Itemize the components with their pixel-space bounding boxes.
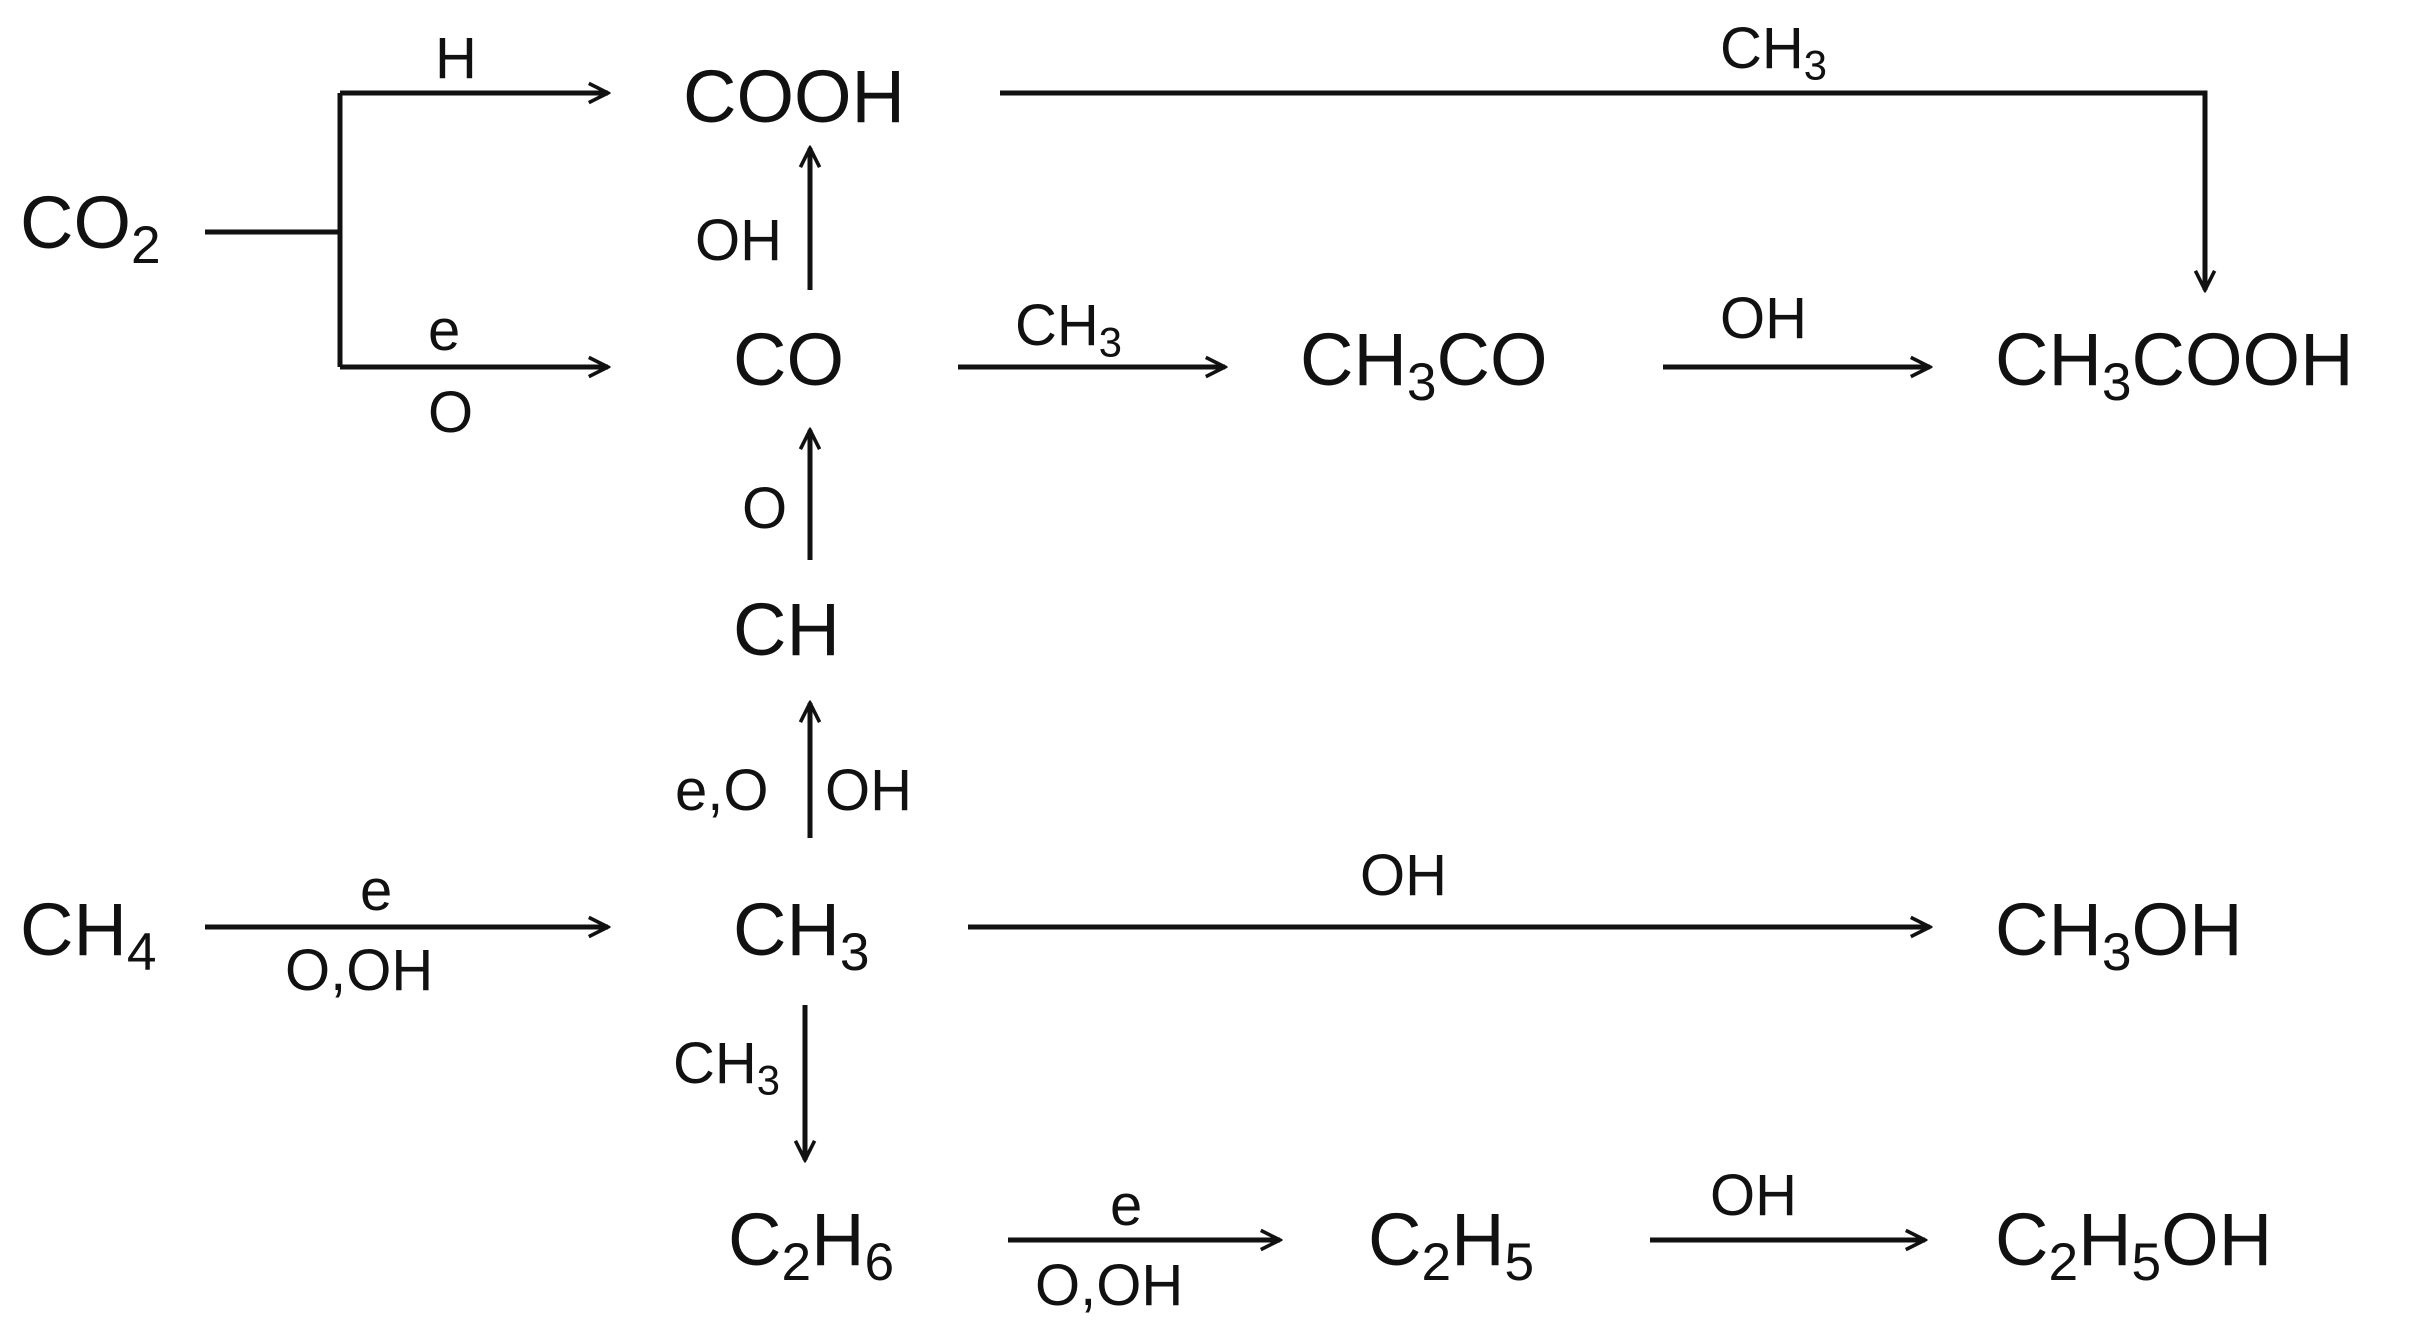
label-ch3-to-ch3oh: OH [1360, 843, 1447, 908]
arrow-cooh-to-ch3cooh [1000, 90, 2205, 290]
label-ch3-to-c2h6: CH3 [673, 1031, 780, 1104]
species-ch3co: CH3CO [1300, 318, 1548, 412]
label-c2h5-to-c2h5oh: OH [1710, 1163, 1797, 1228]
label-co2-to-co-bottom: O [428, 380, 473, 445]
species-ch3oh: CH3OH [1995, 888, 2243, 982]
label-ch-to-co: O [742, 476, 787, 541]
species-ch: CH [733, 588, 840, 671]
species-c2h5oh: C2H5OH [1995, 1198, 2272, 1292]
species-co: CO [733, 318, 844, 401]
label-ch4-to-ch3-top: e [360, 858, 392, 923]
species-ch4: CH4 [20, 888, 157, 982]
label-co-to-cooh: OH [695, 208, 782, 273]
label-ch3co-to-ch3cooh: OH [1720, 286, 1807, 351]
label-ch3-to-ch-right: OH [825, 758, 912, 823]
label-co2-to-co-top: e [428, 298, 460, 363]
species-ch3: CH3 [733, 888, 870, 982]
label-cooh-to-ch3cooh: CH3 [1720, 16, 1827, 89]
label-co2-to-cooh: H [435, 26, 477, 91]
species-ch3cooh: CH3COOH [1995, 318, 2354, 412]
label-c2h6-to-c2h5-bottom: O,OH [1035, 1253, 1183, 1318]
label-c2h6-to-c2h5-top: e [1110, 1173, 1142, 1238]
species-c2h6: C2H6 [728, 1198, 894, 1292]
label-co-to-ch3co: CH3 [1015, 293, 1122, 366]
label-ch4-to-ch3-bottom: O,OH [285, 938, 433, 1003]
species-c2h5: C2H5 [1368, 1198, 1534, 1292]
species-cooh: COOH [683, 55, 905, 138]
species-co2: CO2 [20, 181, 161, 275]
label-ch3-to-ch-left: e,O [675, 758, 769, 823]
